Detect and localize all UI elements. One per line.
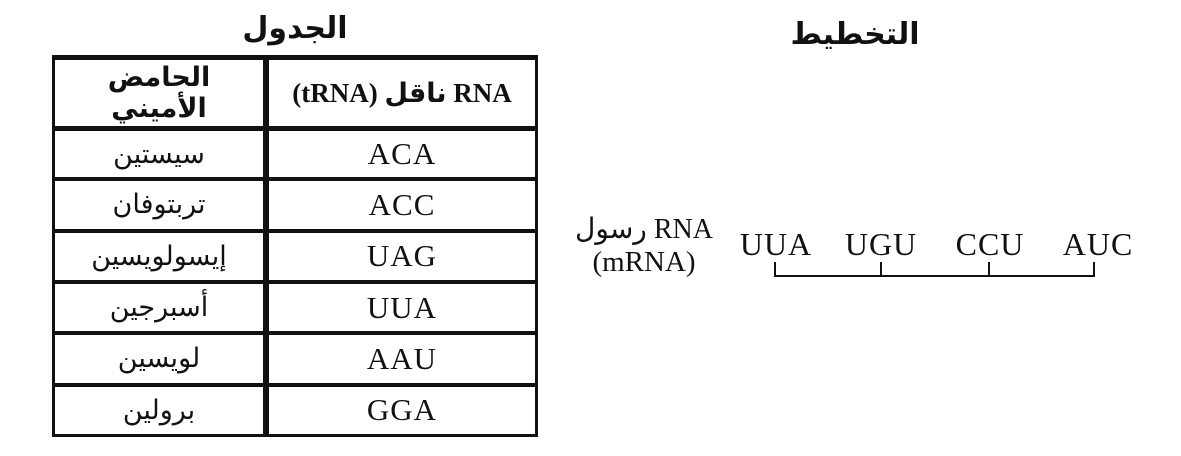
mrna-codon-2: UGU: [844, 226, 918, 262]
mrna-codon-3: CCU: [955, 226, 1025, 262]
bracket-tick: [988, 262, 991, 275]
diagram-section-title: التخطيط: [790, 17, 920, 51]
codon-bracket-line: [774, 262, 1095, 277]
mrna-label-arabic: RNA رسول: [575, 214, 713, 245]
table-cell-amino-acid: إيسولويسين: [55, 228, 263, 280]
mrna-codon-1: UUA: [739, 226, 813, 262]
bracket-tick: [774, 262, 776, 275]
header-trna: RNA ناقل (tRNA): [263, 60, 535, 126]
header-amino-acid: الحامض الأميني: [107, 62, 211, 123]
table-section-title: الجدول: [242, 11, 348, 45]
table-cell-amino-acid: برولين: [55, 382, 263, 434]
mrna-label-abbreviation: (mRNA): [592, 246, 696, 279]
table-cell-amino-acid: لويسين: [55, 331, 263, 382]
table-cell-amino-acid: تربتوفان: [55, 177, 263, 228]
table-cell-trna-codon: ACA: [263, 126, 535, 178]
bracket-tick: [1093, 262, 1095, 275]
table-cell-amino-acid: سيستين: [55, 126, 263, 177]
bracket-tick: [879, 262, 882, 275]
table-cell-trna-codon: ACC: [263, 177, 535, 229]
codon-table: الحامض الأميني RNA ناقل (tRNA) سيستين AC…: [52, 55, 538, 437]
mrna-codon-4: AUC: [1062, 226, 1134, 262]
table-cell-amino-acid: أسبرجين: [55, 279, 263, 331]
table-cell-trna-codon: GGA: [263, 382, 535, 434]
table-cell-trna-codon: UUA: [263, 279, 535, 332]
table-cell-trna-codon: UAG: [263, 228, 535, 280]
mrna-label: RNA رسول (mRNA): [568, 214, 720, 280]
table-cell-trna-codon: AAU: [263, 331, 535, 383]
